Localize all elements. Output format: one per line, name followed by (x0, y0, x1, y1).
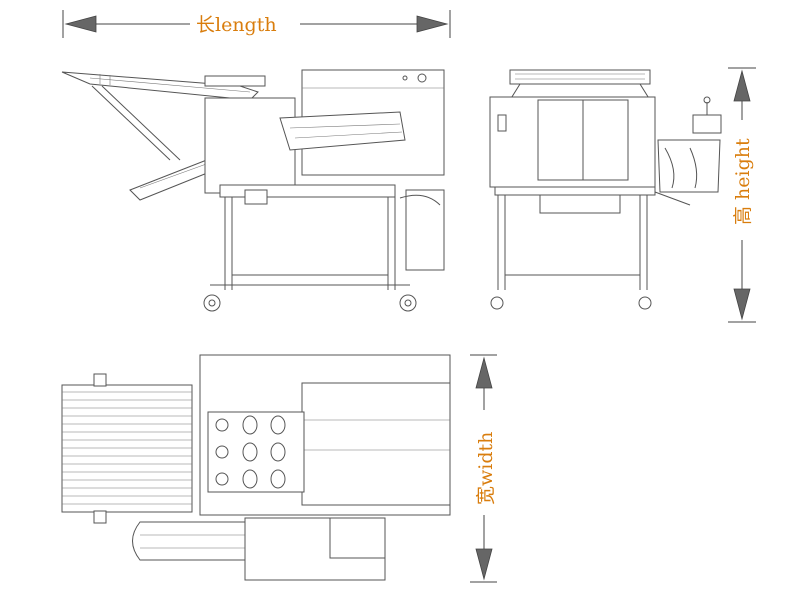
length-dimension: 长length (62, 10, 451, 38)
height-dimension: 高 height (728, 67, 756, 323)
top-view (61, 354, 451, 581)
end-wheel-left-icon (490, 296, 504, 310)
side-hopper (405, 189, 445, 271)
top-roller-block (207, 411, 305, 493)
length-arrow-right-icon (416, 15, 449, 33)
end-top-basket (509, 69, 651, 85)
side-wheel-left-icon (203, 294, 221, 312)
length-label: 长length (196, 14, 277, 36)
length-arrow-left-icon (64, 15, 97, 33)
side-body (204, 97, 296, 194)
height-arrow-down-icon (733, 288, 751, 321)
width-dimension: 宽width (470, 354, 497, 583)
control-knob-icon (417, 73, 427, 83)
top-infeed-conveyor (61, 384, 193, 513)
end-wheel-right-icon (638, 296, 652, 310)
top-output-tray (132, 521, 246, 561)
width-arrow-up-icon (475, 356, 493, 389)
side-view (61, 69, 445, 312)
end-side-cups (657, 139, 721, 193)
top-main-housing (301, 382, 451, 506)
height-arrow-up-icon (733, 69, 751, 102)
end-view (489, 69, 722, 310)
width-label: 宽width (475, 432, 497, 505)
height-label: 高 height (732, 138, 754, 225)
side-wheel-right-icon (399, 294, 417, 312)
top-infeed-slats (62, 391, 192, 505)
width-arrow-down-icon (475, 548, 493, 581)
side-mid-assembly (279, 111, 406, 151)
end-side-attachment (692, 114, 722, 134)
